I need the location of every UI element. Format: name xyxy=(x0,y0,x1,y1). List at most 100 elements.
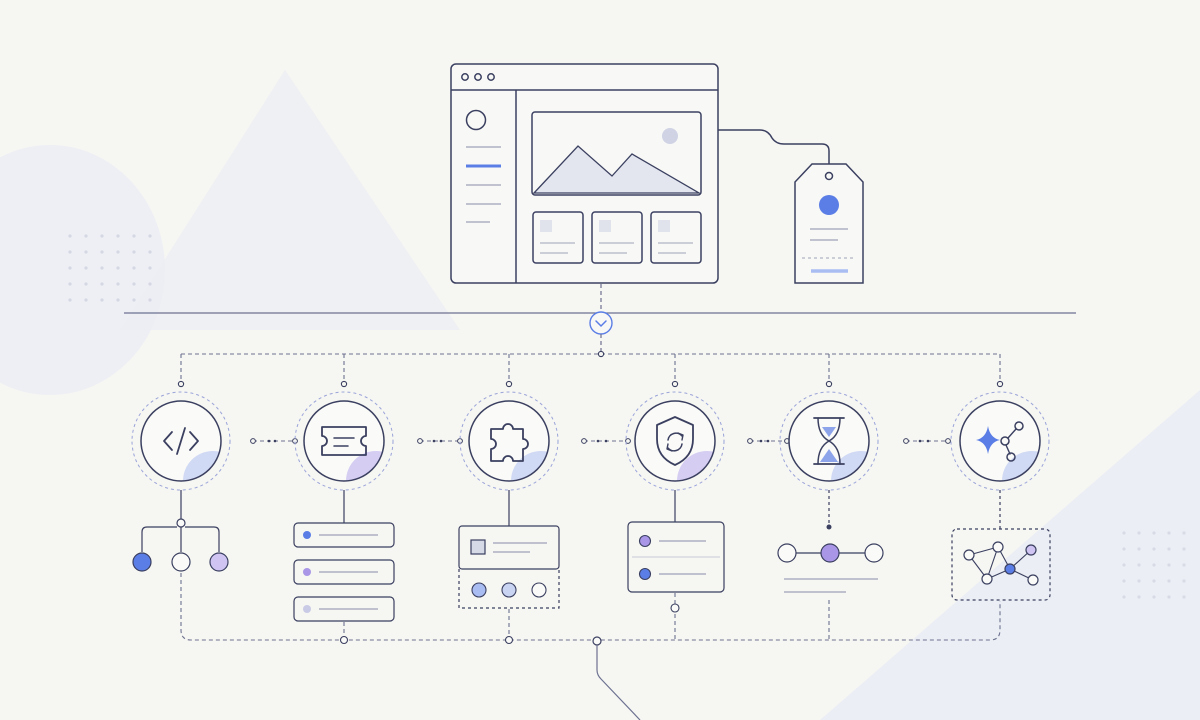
network-edge-1 xyxy=(1007,428,1017,439)
bus-junction xyxy=(597,350,605,358)
hourglass-sand-top xyxy=(822,427,836,437)
bottom-output-line xyxy=(596,645,641,720)
window-dot-2 xyxy=(474,73,482,81)
sparkle-network-icon xyxy=(976,426,1000,454)
bg-dot xyxy=(116,266,120,270)
module-link-dot xyxy=(267,439,271,443)
module-ring xyxy=(959,400,1041,482)
bg-dot xyxy=(1122,547,1126,551)
hub-node xyxy=(589,311,613,335)
bg-dot xyxy=(1122,595,1126,599)
bg-dot xyxy=(68,298,72,302)
tree-root-node xyxy=(176,518,186,528)
puzzle-icon xyxy=(490,423,529,462)
code-icon xyxy=(163,431,173,451)
bg-mountain-shape xyxy=(120,70,460,330)
detail-checklist xyxy=(627,490,725,593)
sync-arrowhead-top xyxy=(677,432,684,441)
hourglass-body xyxy=(817,417,841,465)
module-puzzle xyxy=(459,391,559,491)
card-thumb-1 xyxy=(540,220,552,232)
module-halo xyxy=(625,391,725,491)
bg-dot xyxy=(132,266,136,270)
module-ring xyxy=(788,400,870,482)
chevron-down-icon xyxy=(595,320,607,328)
hero-image-mountains xyxy=(532,145,702,194)
tag-string xyxy=(718,129,830,172)
hero-image-placeholder xyxy=(531,111,702,196)
bg-dot xyxy=(1182,579,1186,583)
module-link-node xyxy=(903,438,909,444)
bg-dot xyxy=(100,266,104,270)
bg-dot xyxy=(1122,579,1126,583)
module-ring xyxy=(634,400,716,482)
main-window xyxy=(450,63,719,284)
bg-dot xyxy=(1182,595,1186,599)
code-icon-slash xyxy=(176,427,186,455)
network-node xyxy=(1027,574,1039,586)
bg-dot xyxy=(116,250,120,254)
module-halo xyxy=(131,391,231,491)
tree-branches xyxy=(141,526,220,552)
bg-dot xyxy=(1167,547,1171,551)
ticket-icon xyxy=(321,426,367,456)
content-card-2 xyxy=(591,211,643,264)
background-decor xyxy=(0,70,1200,720)
bg-dot xyxy=(100,250,104,254)
module-shield xyxy=(625,391,725,491)
checklist-card xyxy=(627,521,725,593)
network-node xyxy=(981,573,993,585)
bus-drop-node-2 xyxy=(340,380,348,388)
bus-drop-node-1 xyxy=(177,380,185,388)
module-link-dot xyxy=(432,439,436,443)
module-code xyxy=(131,391,231,491)
bg-dot xyxy=(1167,531,1171,535)
bg-dot xyxy=(68,250,72,254)
module-sparkle xyxy=(950,391,1050,491)
tree-leaf-blue xyxy=(132,552,152,572)
bg-dot xyxy=(84,282,88,286)
media-thumb xyxy=(470,539,486,555)
bg-dot xyxy=(68,282,72,286)
list-row-dot xyxy=(303,568,311,576)
timeline-node-start xyxy=(777,543,797,563)
bg-dot xyxy=(1152,547,1156,551)
bg-dot xyxy=(84,234,88,238)
module-ring xyxy=(140,400,222,482)
bg-dot xyxy=(148,250,152,254)
detail-stacked-list xyxy=(293,490,395,622)
list-row-1 xyxy=(293,522,395,548)
network-edge-2 xyxy=(1005,444,1011,455)
module-accent-blob xyxy=(1002,451,1040,481)
bg-dot xyxy=(132,298,136,302)
module-halo xyxy=(294,391,394,491)
tree-leaf-purple xyxy=(209,552,229,572)
bg-dot xyxy=(1167,595,1171,599)
bg-dot xyxy=(68,266,72,270)
bg-dot xyxy=(116,298,120,302)
sync-arrow-top xyxy=(667,432,683,441)
content-card-1 xyxy=(532,211,584,264)
module-link-node xyxy=(417,438,423,444)
bg-dot xyxy=(1167,579,1171,583)
module-ring xyxy=(468,400,550,482)
module-link-node xyxy=(945,438,951,444)
bg-dot xyxy=(1122,563,1126,567)
bg-dot xyxy=(148,282,152,286)
bg-dot xyxy=(1182,563,1186,567)
network-node xyxy=(1004,563,1016,575)
tree-leaf-empty xyxy=(171,552,191,572)
sync-arrow-bottom xyxy=(667,443,683,452)
module-row xyxy=(131,391,1050,491)
bg-dot xyxy=(1167,563,1171,567)
list-row-dot xyxy=(303,531,311,539)
bg-dot xyxy=(132,250,136,254)
module-link-node xyxy=(625,438,631,444)
detail-tree xyxy=(132,490,229,572)
module-link-dot xyxy=(596,439,600,443)
bg-dot xyxy=(1137,595,1141,599)
module-link-dot xyxy=(439,439,443,443)
bottom-collector-bus xyxy=(180,573,1001,720)
